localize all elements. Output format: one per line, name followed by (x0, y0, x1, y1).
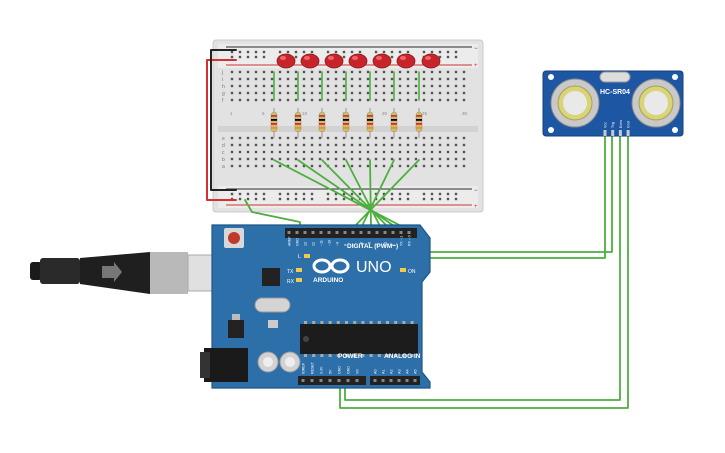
power-pin-label: RESET (311, 361, 315, 374)
resistor (342, 108, 350, 138)
led-red (421, 53, 441, 69)
svg-text:+: + (474, 204, 478, 210)
led-signal-wire (297, 159, 398, 229)
digital-pin-label: ~9 (336, 242, 340, 246)
led-signal-wire (369, 159, 372, 229)
led-red (348, 53, 368, 69)
row-label: a (222, 164, 225, 170)
resistor (294, 108, 302, 138)
analog-pin-label: A0 (374, 369, 378, 374)
tx-label: TX (287, 269, 294, 275)
resistor (366, 108, 374, 138)
board-model: UNO (356, 259, 392, 276)
led-signal-wire (345, 159, 382, 229)
sensor-pin-label: Trig (611, 122, 615, 128)
power-pin-label: IOREF (302, 362, 306, 374)
arduino-logo (312, 258, 350, 274)
analog-pin-label: A4 (406, 369, 410, 374)
wire-black (210, 49, 237, 191)
board-brand: ARDUINO (313, 277, 343, 284)
analog-label: ANALOG IN (384, 353, 421, 360)
column-label: 1 (230, 111, 233, 116)
analog-pin-label: A3 (398, 369, 402, 374)
on-label: ON (408, 269, 416, 275)
sensor-pin-label: Gnd (627, 121, 631, 128)
digital-pin-label: AREF (288, 236, 292, 246)
column-label: 5 (262, 111, 265, 116)
svg-text:−: − (474, 188, 478, 194)
resistor (390, 108, 398, 138)
resistor (415, 108, 423, 138)
sensor-pin-label: Echo (619, 120, 623, 128)
digital-pin-label: GND (296, 238, 300, 246)
resistor (270, 108, 278, 138)
row-label: g (222, 91, 225, 97)
row-label: i (222, 77, 223, 83)
sensor-pin-label: Vcc (604, 122, 608, 128)
wire-red (206, 59, 237, 201)
digital-pin-label: 8 (344, 244, 348, 246)
digital-pin-label: ~11 (320, 240, 324, 246)
row-label: c (222, 150, 225, 156)
digital-pin-label: 2 (392, 244, 396, 246)
analog-pin-label: A5 (414, 369, 418, 374)
row-label: f (222, 98, 224, 104)
led-signal-wire (360, 159, 395, 229)
svg-text:+: + (474, 63, 478, 69)
column-label: 10 (302, 111, 308, 116)
column-label: 25 (422, 111, 428, 116)
led-red (372, 53, 392, 69)
digital-pin-label: ~5 (368, 242, 372, 246)
arduino-board: AREF GND 13 12 ~11 ~10 ~9 8 7 ~6 ~5 4 ~3 2 TX→1 RX←0 DI… (200, 224, 431, 389)
wire-sensor-echo (344, 135, 621, 401)
row-label: b (222, 157, 225, 163)
sensor-model: HC-SR04 (600, 89, 630, 96)
wire-sensor-gnd (339, 135, 629, 409)
column-label: 20 (382, 111, 388, 116)
power-pin-label: 5V (329, 369, 333, 374)
digital-pin-label: ~3 (384, 242, 388, 246)
rx-label: RX (287, 279, 295, 285)
digital-pin-label: ~6 (360, 242, 364, 246)
led-red (276, 53, 296, 69)
row-label: j (221, 70, 223, 76)
digital-pin-label: 13 (304, 242, 308, 246)
digital-pin-label: 4 (376, 244, 380, 246)
digital-pin-label: RX←0 (408, 235, 412, 246)
svg-text:−: − (474, 46, 478, 52)
led-signal-wire (352, 159, 420, 229)
led-red (396, 53, 416, 69)
row-label: d (222, 143, 225, 149)
power-pin-label: GND (338, 366, 342, 374)
analog-pin-label: A2 (390, 369, 394, 374)
digital-pin-label: 12 (312, 242, 316, 246)
transducer-right (631, 78, 681, 128)
led-signal-wire (273, 159, 406, 229)
row-label: e (222, 136, 225, 142)
digital-pin-label: TX→1 (400, 236, 404, 246)
resistor (318, 108, 326, 138)
l-label: L (298, 254, 301, 260)
digital-label: DIGITAL (PWM~) (347, 243, 398, 250)
led-red (300, 53, 320, 69)
led-red (324, 53, 344, 69)
column-label: 30 (462, 111, 468, 116)
power-label: POWER (338, 353, 363, 360)
row-label: h (222, 84, 225, 90)
power-pin-label: Vin (356, 369, 360, 374)
led-signal-wire (321, 159, 390, 229)
digital-pin-label: ~10 (328, 240, 332, 246)
breadboard-holes: abcdefghij151015202530 (221, 50, 468, 201)
digital-pin-label: 7 (352, 244, 356, 246)
power-pin-label: GND (347, 366, 351, 374)
analog-pin-label: A1 (382, 369, 386, 374)
led-row (270, 53, 441, 138)
power-pin-label: 3.3V (320, 366, 324, 374)
transducer-left (550, 78, 600, 128)
